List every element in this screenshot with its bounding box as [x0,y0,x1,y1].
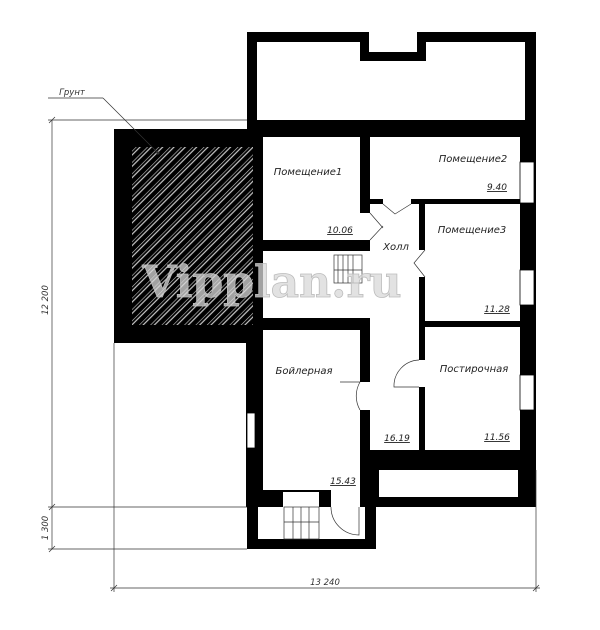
dimension-height-annex: 1 300 [41,516,51,540]
stairs-upper [333,254,363,284]
room-area: 10.06 [327,226,353,236]
dimension-height-total: 12 200 [41,285,51,315]
ground-leader [48,97,160,155]
room-area: 16.19 [384,434,410,444]
doors [330,203,426,536]
room-label: Помещение3 [438,225,506,236]
stairs-lower [283,506,320,540]
main-walls [246,120,536,549]
dimension-width-total: 13 240 [310,578,340,588]
room-label: Холл [382,242,409,253]
ground-label: Грунт [59,88,86,98]
ground-block [114,129,263,343]
room-label: Помещение1 [274,167,342,178]
room-label: Бойлерная [275,366,332,377]
watermark: Vipplan.ru [141,257,401,308]
room-area: 9.40 [487,183,507,193]
top-annex-walls [247,30,536,137]
room-label: Помещение2 [439,154,507,165]
room-label: Постирочная [440,364,509,375]
boiler-fixtures [324,322,355,329]
room-area: 11.56 [484,433,510,443]
dimension-lines [48,116,540,592]
room-area: 11.28 [484,305,510,315]
room-area: 15.43 [330,477,356,487]
